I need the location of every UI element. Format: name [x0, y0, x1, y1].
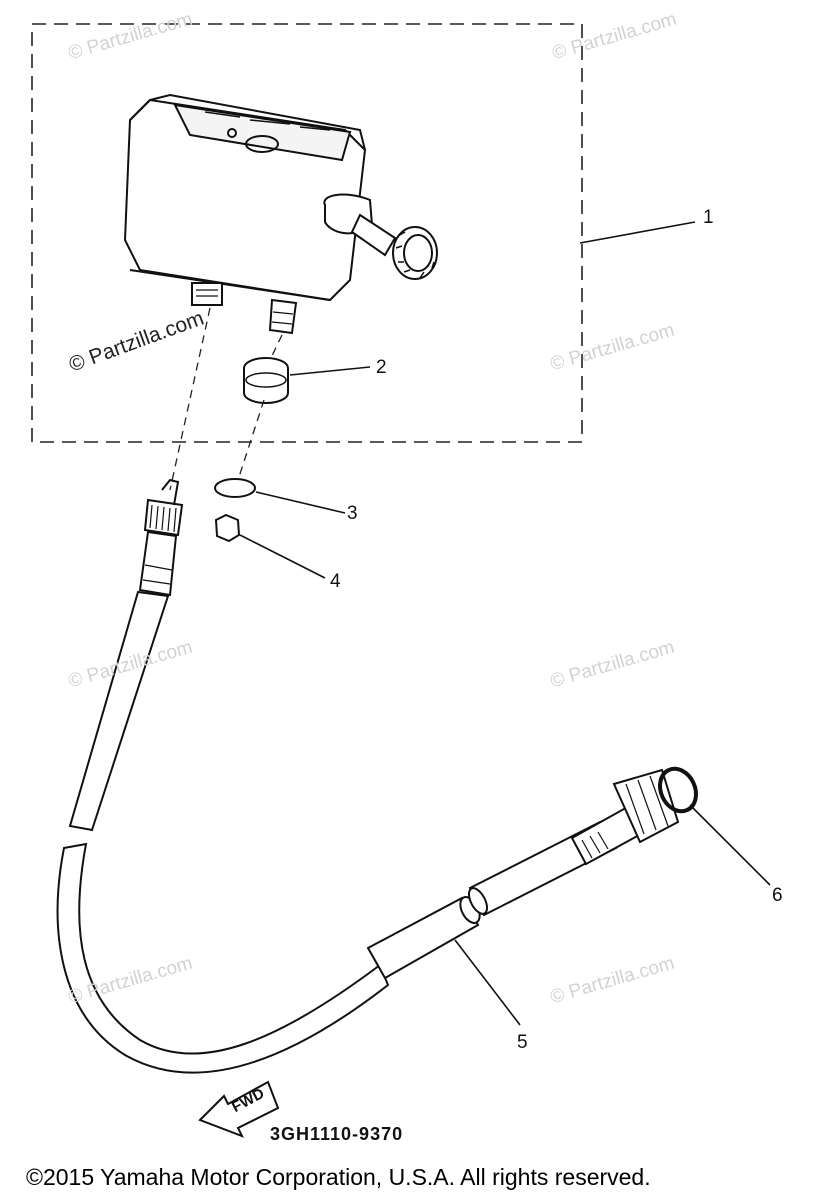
- drawing-code: 3GH1110-9370: [270, 1124, 404, 1144]
- callout-4[interactable]: 4: [330, 571, 341, 592]
- forward-arrow-icon: [198, 1080, 280, 1138]
- callout-3[interactable]: 3: [347, 503, 358, 524]
- speedometer-assembly[interactable]: [123, 93, 438, 335]
- washer-part[interactable]: [214, 478, 256, 498]
- copyright-notice: ©2015 Yamaha Motor Corporation, U.S.A. A…: [26, 1164, 651, 1190]
- nut-part[interactable]: [214, 513, 241, 543]
- callout-1[interactable]: 1: [703, 207, 714, 228]
- speedometer-cable[interactable]: [56, 478, 680, 1074]
- grommet-part[interactable]: [243, 357, 289, 404]
- callout-5[interactable]: 5: [517, 1032, 528, 1053]
- assembly-boundary: [31, 23, 583, 443]
- callout-2[interactable]: 2: [376, 357, 387, 378]
- o-ring-part[interactable]: [653, 763, 702, 817]
- leader-lines: [239, 221, 771, 1026]
- alignment-lines: [169, 307, 283, 491]
- callout-6[interactable]: 6: [772, 885, 783, 906]
